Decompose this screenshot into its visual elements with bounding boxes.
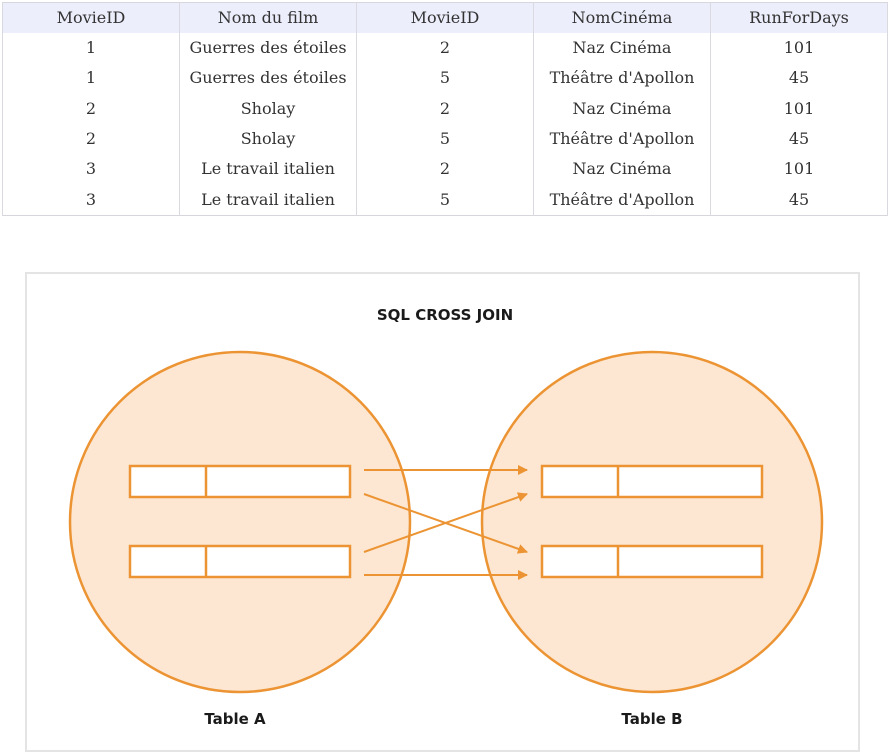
table-cell: 2 — [2, 93, 180, 124]
table-b-row-2 — [540, 544, 764, 579]
arrow-a2-to-b1 — [363, 492, 528, 553]
table-row: 2 Sholay 5 Théâtre d'Apollon 45 — [2, 123, 888, 155]
table-b-label: Table B — [621, 710, 682, 728]
table-cell: 101 — [710, 154, 888, 185]
cross-join-result-table: MovieID Nom du film MovieID NomCinéma Ru… — [2, 2, 888, 216]
table-b-row-1 — [540, 464, 764, 499]
table-cell: Guerres des étoiles — [179, 33, 357, 64]
table-row: 3 Le travail italien 2 Naz Cinéma 101 — [2, 154, 888, 185]
table-row: 2 Sholay 2 Naz Cinéma 101 — [2, 93, 888, 124]
table-cell: Le travail italien — [179, 184, 357, 216]
column-header-movieid-a: MovieID — [2, 2, 180, 33]
column-header-movieid-b: MovieID — [356, 2, 534, 33]
table-a-label: Table A — [204, 710, 266, 728]
table-header-row: MovieID Nom du film MovieID NomCinéma Ru… — [2, 2, 888, 33]
table-cell: 101 — [710, 93, 888, 124]
table-cell: 3 — [2, 184, 180, 216]
table-a-row-1 — [128, 464, 352, 499]
table-cell: 2 — [2, 123, 180, 155]
column-header-nomcinema: NomCinéma — [533, 2, 711, 33]
table-cell: 45 — [710, 63, 888, 94]
table-row: 1 Guerres des étoiles 5 Théâtre d'Apollo… — [2, 63, 888, 94]
table-a-circle — [68, 350, 412, 694]
table-cell: 1 — [2, 63, 180, 94]
table-cell: 5 — [356, 123, 534, 155]
cross-join-diagram-frame: SQL CROSS JOIN Table A Table B — [25, 272, 860, 752]
table-cell: Sholay — [179, 123, 357, 155]
column-header-nom-du-film: Nom du film — [179, 2, 357, 33]
cross-join-diagram: SQL CROSS JOIN Table A Table B — [68, 306, 824, 728]
table-cell: Théâtre d'Apollon — [533, 184, 711, 216]
table-cell: 5 — [356, 63, 534, 94]
table-cell: Naz Cinéma — [533, 154, 711, 185]
table-cell: 2 — [356, 93, 534, 124]
table-cell: 5 — [356, 184, 534, 216]
table-cell: 45 — [710, 184, 888, 216]
table-cell: 2 — [356, 33, 534, 64]
diagram-title: SQL CROSS JOIN — [377, 306, 513, 324]
column-header-runfordays: RunForDays — [710, 2, 888, 33]
table-cell: 3 — [2, 154, 180, 185]
table-cell: 1 — [2, 33, 180, 64]
table-cell: Théâtre d'Apollon — [533, 63, 711, 94]
table-cell: Théâtre d'Apollon — [533, 123, 711, 155]
table-cell: 45 — [710, 123, 888, 155]
table-cell: 101 — [710, 33, 888, 64]
table-cell: Guerres des étoiles — [179, 63, 357, 94]
table-cell: Le travail italien — [179, 154, 357, 185]
table-row: 3 Le travail italien 5 Théâtre d'Apollon… — [2, 184, 888, 216]
table-row: 1 Guerres des étoiles 2 Naz Cinéma 101 — [2, 33, 888, 64]
table-b-circle — [480, 350, 824, 694]
table-cell: 2 — [356, 154, 534, 185]
table-a-row-2 — [128, 544, 352, 579]
table-cell: Sholay — [179, 93, 357, 124]
table-cell: Naz Cinéma — [533, 33, 711, 64]
table-cell: Naz Cinéma — [533, 93, 711, 124]
